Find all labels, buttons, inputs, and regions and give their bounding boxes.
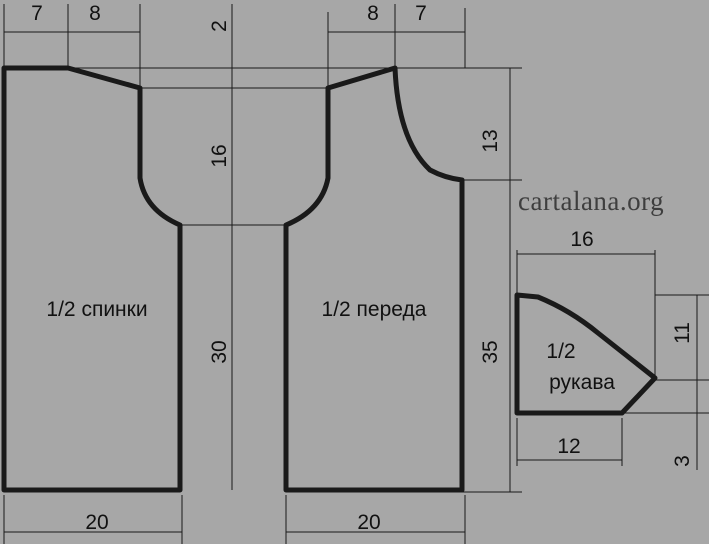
dim-label-neck-height: 16 <box>208 144 231 167</box>
dim-label-front-shoulder: 7 <box>415 2 427 25</box>
dim-label-sleeve-cuff: 3 <box>671 455 694 467</box>
dimension-lines <box>3 4 709 544</box>
dim-label-sleeve-height: 11 <box>671 322 694 344</box>
sleeve-piece-label-line1: 1/2 <box>546 340 575 363</box>
dim-label-front-neck-slope: 8 <box>367 2 379 25</box>
dim-label-strip-length: 30 <box>208 340 231 363</box>
watermark: cartalana.org <box>518 186 664 216</box>
back-piece-outline <box>1 65 183 493</box>
dim-label-sleeve-bottom: 12 <box>557 435 580 458</box>
dim-label-body-height: 35 <box>479 340 502 363</box>
dim-label-back-left-top: 7 <box>31 2 43 25</box>
dim-label-armhole-height: 13 <box>479 129 502 152</box>
dim-label-back-neck-slope: 8 <box>89 2 101 25</box>
back-piece-label: 1/2 спинки <box>46 298 147 321</box>
front-piece-outline <box>283 65 465 493</box>
sleeve-piece-outline <box>514 292 658 416</box>
sleeve-piece-label-line2: рукава <box>549 371 615 394</box>
front-piece-label: 1/2 переда <box>322 298 427 321</box>
dim-label-neck-depth: 2 <box>208 20 231 32</box>
dim-label-back-bottom: 20 <box>85 511 108 534</box>
dim-label-sleeve-top: 16 <box>570 228 593 251</box>
dim-label-front-bottom: 20 <box>357 511 380 534</box>
